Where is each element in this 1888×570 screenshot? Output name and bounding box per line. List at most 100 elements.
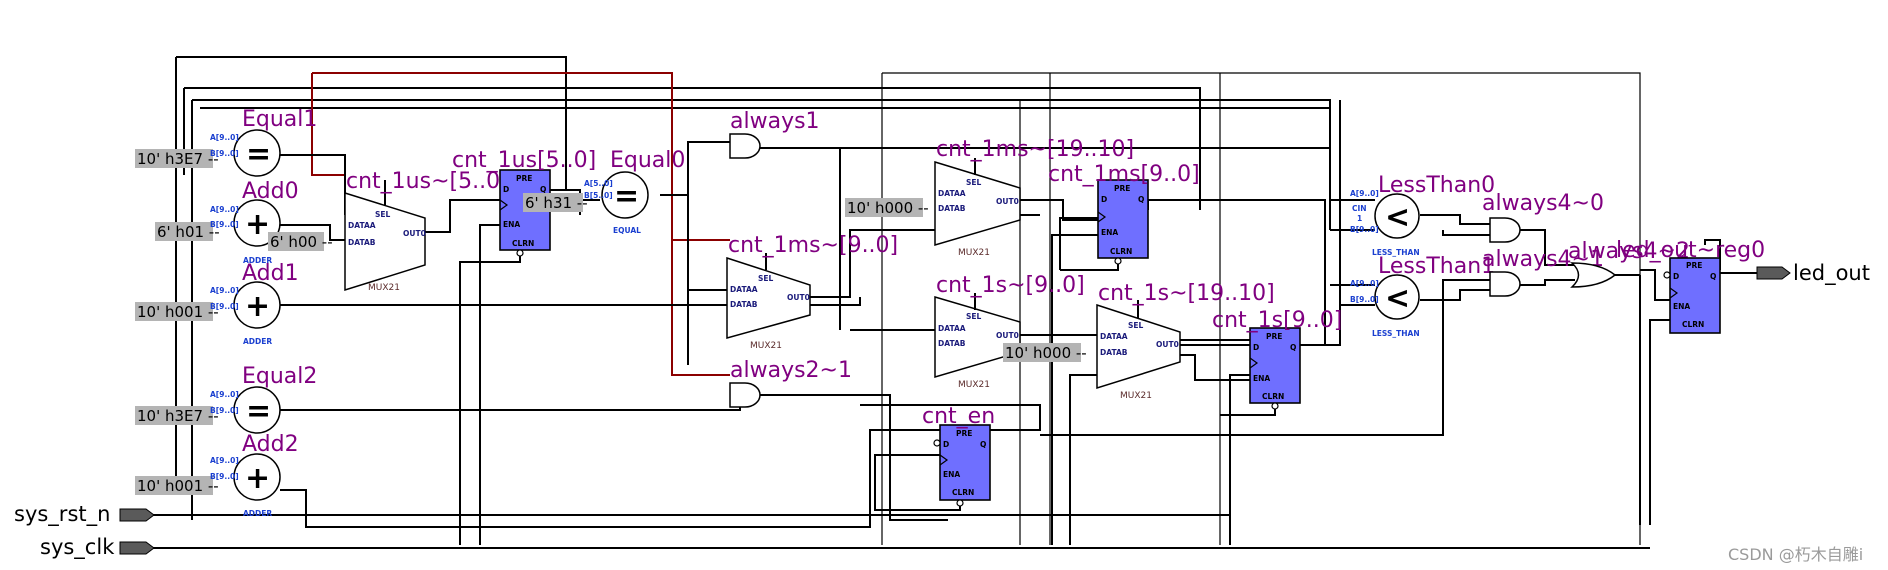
reg-cnt-1ms-label: cnt_1ms[9..0]	[1048, 162, 1200, 187]
svg-text:DATAB: DATAB	[938, 204, 966, 213]
add2-block[interactable]: 10' h001 -- + A[9..0] B[9..0] Add2 ADDER	[135, 432, 299, 518]
mux-cnt-1us[interactable]: SEL DATAA DATAB OUT0 MUX21 cnt_1us~[5..0…	[268, 169, 509, 293]
svg-text:DATAB: DATAB	[348, 238, 376, 247]
svg-text:+: +	[245, 207, 270, 242]
svg-text:<: <	[1385, 281, 1410, 316]
svg-text:ENA: ENA	[503, 220, 520, 229]
reg-cnt-en-label: cnt_en	[922, 404, 995, 429]
svg-text:Q: Q	[1138, 195, 1144, 204]
svg-text:SEL: SEL	[966, 178, 982, 187]
svg-text:D: D	[943, 440, 949, 449]
add1-label: Add1	[242, 261, 299, 286]
svg-text:DATAA: DATAA	[938, 189, 966, 198]
svg-text:CLRN: CLRN	[1682, 320, 1704, 329]
port-led-out[interactable]: led_out	[1756, 261, 1870, 286]
svg-text:A[9..0]: A[9..0]	[210, 390, 239, 399]
equal2-const: 10' h3E7 --	[137, 407, 219, 425]
svg-text:DATAA: DATAA	[1100, 332, 1128, 341]
wire-layer	[150, 56, 1760, 549]
svg-text:PRE: PRE	[956, 429, 972, 438]
svg-text:CLRN: CLRN	[952, 488, 974, 497]
svg-text:SEL: SEL	[758, 274, 774, 283]
svg-text:MUX21: MUX21	[368, 283, 400, 293]
svg-text:ADDER: ADDER	[243, 256, 272, 265]
svg-text:B[9..0]: B[9..0]	[210, 302, 239, 311]
svg-text:A[9..0]: A[9..0]	[210, 133, 239, 142]
lessthan0-block[interactable]: < A[9..0] CIN 1 B[9..0] LessThan0 LESS_T…	[1350, 173, 1495, 257]
mux-cnt-1ms-lo[interactable]: SEL DATAA DATAB OUT0 MUX21 cnt_1ms~[9..0…	[726, 233, 898, 351]
equal0-block[interactable]: 6' h31 -- = A[5..0] B[5..0] Equal0 EQUAL	[523, 148, 685, 235]
svg-text:PRE: PRE	[1266, 332, 1282, 341]
svg-text:Q: Q	[540, 185, 546, 194]
always1-gate[interactable]: always1	[729, 109, 820, 159]
reg-cnt-1s[interactable]: PRE D Q ENA CLRN cnt_1s[9..0]	[1212, 308, 1342, 410]
svg-text:CLRN: CLRN	[1110, 247, 1132, 256]
lessthan0-label: LessThan0	[1378, 173, 1495, 198]
svg-text:CLRN: CLRN	[1262, 392, 1284, 401]
svg-text:Q: Q	[1710, 272, 1716, 281]
always4-0-gate[interactable]: always4~0	[1482, 191, 1604, 243]
svg-text:=: =	[246, 394, 271, 429]
svg-text:+: +	[245, 289, 270, 324]
mux-cnt-1ms-lo-label: cnt_1ms~[9..0]	[728, 233, 898, 258]
mux-cnt-1us-label: cnt_1us~[5..0]	[346, 169, 509, 194]
mux-cnt-1ms-const: 10' h000 --	[847, 199, 929, 217]
svg-text:D: D	[1101, 195, 1107, 204]
equal2-label: Equal2	[242, 364, 317, 389]
svg-text:Q: Q	[1290, 343, 1296, 352]
watermark: CSDN @朽木自雕i	[1728, 545, 1863, 564]
svg-text:B[9..0]: B[9..0]	[210, 406, 239, 415]
svg-text:ENA: ENA	[1673, 302, 1690, 311]
svg-text:ENA: ENA	[1101, 228, 1118, 237]
reg-led-out[interactable]: PRE D Q ENA CLRN led_out~reg0	[1616, 238, 1765, 334]
mux-cnt-1s-lo-label: cnt_1s~[9..0]	[936, 273, 1085, 298]
equal1-block[interactable]: 10' h3E7 -- = A[9..0] B[9..0] Equal1	[135, 107, 317, 177]
svg-text:B[9..0]: B[9..0]	[210, 149, 239, 158]
equal1-label: Equal1	[242, 107, 317, 132]
svg-text:DATAB: DATAB	[730, 300, 758, 309]
mux-cnt-1ms-hi[interactable]: SEL DATAA DATAB OUT0 MUX21 cnt_1ms~[19..…	[845, 137, 1134, 258]
svg-text:B[9..0]: B[9..0]	[210, 472, 239, 481]
svg-text:D: D	[503, 185, 509, 194]
always2-gate[interactable]: always2~1	[729, 358, 852, 408]
add0-block[interactable]: 6' h01 -- + A[9..0] B[9..0] Add0 ADDER	[155, 179, 299, 265]
svg-text:ENA: ENA	[1253, 374, 1270, 383]
svg-text:OUT0: OUT0	[787, 293, 810, 302]
svg-text:MUX21: MUX21	[958, 248, 990, 258]
mux-cnt-1s-hi-label: cnt_1s~[19..10]	[1098, 281, 1275, 306]
svg-text:D: D	[1253, 343, 1259, 352]
mux-cnt-1s-const: 10' h000 --	[1005, 344, 1087, 362]
reg-cnt-1ms[interactable]: PRE D Q ENA CLRN cnt_1ms[9..0]	[1048, 162, 1200, 265]
svg-text:ADDER: ADDER	[243, 509, 272, 518]
svg-text:=: =	[246, 137, 271, 172]
equal0-label: Equal0	[610, 148, 685, 173]
add1-const: 10' h001 --	[137, 303, 219, 321]
svg-text:A[9..0]: A[9..0]	[210, 205, 239, 214]
svg-text:=: =	[614, 179, 639, 214]
reg-cnt-en[interactable]: PRE D Q ENA CLRN cnt_en	[922, 404, 995, 507]
mux-cnt-1s-hi[interactable]: SEL DATAA DATAB OUT0 MUX21 cnt_1s~[19..1…	[1003, 281, 1275, 401]
svg-text:1: 1	[1357, 214, 1362, 223]
svg-text:B[5..0]: B[5..0]	[584, 191, 613, 200]
mux-cnt-1s-lo[interactable]: SEL DATAA DATAB OUT0 MUX21 cnt_1s~[9..0]	[934, 273, 1085, 390]
svg-text:MUX21: MUX21	[958, 380, 990, 390]
reg-led-out-label: led_out~reg0	[1616, 238, 1765, 263]
svg-text:SEL: SEL	[375, 210, 391, 219]
svg-text:ENA: ENA	[943, 470, 960, 479]
svg-text:CLRN: CLRN	[512, 239, 534, 248]
add1-block[interactable]: 10' h001 -- + A[9..0] B[9..0] Add1 ADDER	[135, 261, 299, 346]
equal1-const: 10' h3E7 --	[137, 150, 219, 168]
lessthan1-block[interactable]: < A[9..0] B[9..0] LessThan1 LESS_THAN	[1350, 254, 1495, 338]
svg-text:OUT0: OUT0	[1156, 340, 1179, 349]
svg-text:PRE: PRE	[516, 174, 532, 183]
port-sys-clk[interactable]: sys_clk	[40, 535, 155, 560]
svg-text:LESS_THAN: LESS_THAN	[1372, 329, 1420, 338]
port-sys-rst-n[interactable]: sys_rst_n	[14, 502, 155, 527]
svg-text:A[9..0]: A[9..0]	[210, 286, 239, 295]
svg-text:OUT0: OUT0	[996, 197, 1019, 206]
svg-text:+: +	[245, 461, 270, 496]
svg-text:PRE: PRE	[1686, 261, 1702, 270]
equal2-block[interactable]: 10' h3E7 -- = A[9..0] B[9..0] Equal2	[135, 364, 317, 434]
port-sys-clk-label: sys_clk	[40, 535, 115, 560]
